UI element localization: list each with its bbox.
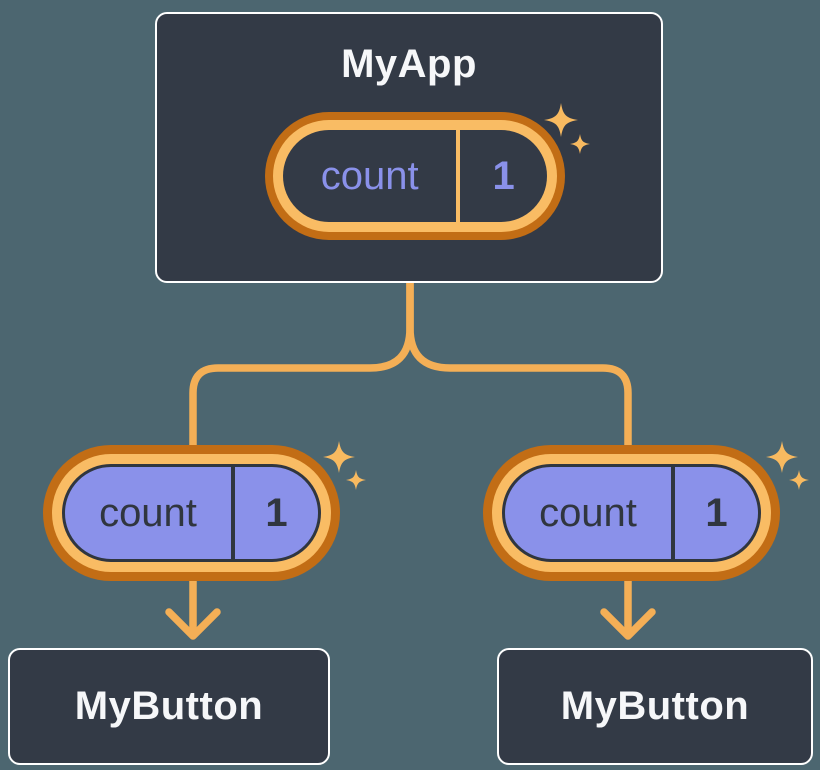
state-pill-right-ring: count 1 [492,454,771,572]
state-pill-myapp-ring: count 1 [273,120,557,232]
node-mybutton-left-title: MyButton [74,684,264,728]
connector-right-branch [406,279,632,634]
state-pill-left-ring: count 1 [52,454,331,572]
node-mybutton-right-title: MyButton [560,684,750,728]
state-pill-left-button: count 1 [43,445,340,581]
state-pill-right-button: count 1 [483,445,780,581]
state-pill-myapp: count 1 [265,112,565,240]
sparkle-icon [766,441,809,490]
sparkle-icon [323,441,366,490]
arrowhead-left-icon [165,608,221,640]
state-value: 1 [492,153,515,198]
state-value: 1 [265,490,288,535]
state-pill-divider [671,467,675,559]
state-label: count [539,490,637,535]
state-pill-divider [231,467,235,559]
sparkle-icon [544,103,590,154]
node-mybutton-left: MyButton [8,648,330,765]
node-mybutton-right: MyButton [497,648,813,765]
node-myapp-title: MyApp [341,42,477,86]
arrowhead-right-icon [600,608,656,640]
state-pill-divider [456,130,461,222]
state-label: count [320,153,419,198]
state-label: count [99,490,197,535]
state-value: 1 [705,490,728,535]
